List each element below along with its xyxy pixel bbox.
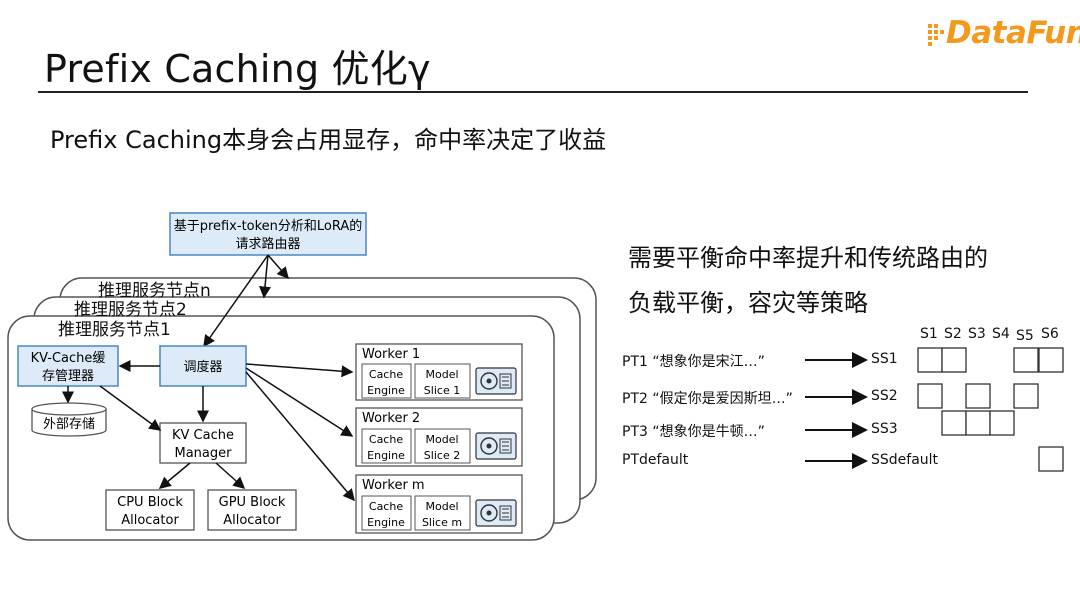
svg-text:Engine: Engine — [367, 516, 405, 529]
slot-header-s1: S1 — [920, 326, 938, 342]
datafun-logo-icon — [928, 24, 944, 46]
external-storage-label: 外部存储 — [43, 417, 95, 432]
gpu-icon — [475, 432, 517, 460]
worker-2-model-slice — [414, 428, 471, 464]
slot-header-s2: S2 — [944, 326, 962, 342]
slot-header-s5: S5 — [1016, 328, 1034, 344]
svg-text:Slice 2: Slice 2 — [424, 449, 460, 462]
gpu-icon — [475, 367, 517, 395]
svg-text:Cache: Cache — [369, 368, 403, 381]
node-n-label: 推理服务节点n — [98, 281, 211, 301]
request-router-box — [169, 212, 367, 256]
svg-text:Model: Model — [425, 500, 458, 513]
worker-1-cache-engine — [361, 363, 412, 399]
gpu-icon — [475, 499, 517, 527]
gpu-allocator-line2: Allocator — [223, 513, 281, 528]
svg-text:Slice 1: Slice 1 — [424, 384, 460, 397]
worker-m-model-slice — [414, 495, 471, 531]
gpu-block-allocator-box — [207, 489, 297, 531]
slot-set-ss2: SS2 — [871, 388, 898, 404]
strategy-text-line2: 负载平衡，容灾等策略 — [628, 289, 868, 317]
external-storage-cylinder — [31, 402, 107, 437]
worker-1-model-slice — [414, 363, 471, 399]
datafun-logo: DataFun. — [946, 15, 1080, 51]
slot-set-ss3: SS3 — [871, 421, 898, 437]
router-label-line2: 请求路由器 — [235, 236, 300, 252]
slot-cell-2-s3 — [965, 383, 991, 409]
kv-cache-manager-box — [159, 422, 247, 464]
page-subtitle: Prefix Caching本身会占用显存，命中率决定了收益 — [50, 126, 607, 154]
prompt-template-pt2: PT2 “假定你是爱因斯坦…” — [622, 391, 793, 407]
strategy-text-line1: 需要平衡命中率提升和传统路由的 — [628, 244, 988, 272]
svg-text:Model: Model — [425, 433, 458, 446]
svg-text:Slice m: Slice m — [422, 516, 462, 529]
slot-cell-1-s5 — [1013, 347, 1039, 373]
router-label-line1: 基于prefix-token分析和LoRA的 — [174, 218, 363, 234]
cpu-allocator-line2: Allocator — [121, 513, 179, 528]
slot-cell-4-s6 — [1038, 446, 1064, 472]
slot-header-s3: S3 — [968, 326, 986, 342]
prompt-template-default: PTdefault — [622, 452, 689, 468]
prompt-template-pt3: PT3 “想象你是牛顿…” — [622, 424, 765, 440]
slot-grid — [917, 347, 1064, 472]
slot-header-s6: S6 — [1041, 326, 1059, 342]
svg-text:Cache: Cache — [369, 433, 403, 446]
worker-2-cache-engine — [361, 428, 412, 464]
slot-cell-2-s5 — [1013, 383, 1039, 409]
slot-cell-1-s1 — [917, 347, 943, 373]
kv-cache-storage-manager-box — [17, 345, 119, 387]
title-divider — [38, 91, 1028, 93]
kv-cache-manager-line1: KV Cache — [172, 428, 234, 443]
worker-1-title: Worker 1 — [362, 347, 420, 362]
kv-cache-manager-line2: Manager — [175, 446, 233, 461]
worker-m-cache-engine — [361, 495, 412, 531]
slot-cell-1-s2 — [941, 347, 967, 373]
slot-cell-3-s2 — [941, 410, 967, 436]
slot-set-default: SSdefault — [871, 452, 939, 468]
kv-manager-label-line1: KV-Cache缓 — [31, 351, 106, 366]
cpu-block-allocator-box — [105, 489, 195, 531]
worker-m-title: Worker m — [362, 478, 425, 493]
slot-cell-1-s6 — [1038, 347, 1064, 373]
node-2-label: 推理服务节点2 — [74, 300, 187, 320]
slot-cell-2-s1 — [917, 383, 943, 409]
slot-set-ss1: SS1 — [871, 351, 898, 367]
cpu-allocator-line1: CPU Block — [117, 495, 183, 510]
svg-text:Engine: Engine — [367, 449, 405, 462]
worker-2-title: Worker 2 — [362, 411, 420, 426]
node-1-label: 推理服务节点1 — [58, 320, 171, 340]
svg-text:Engine: Engine — [367, 384, 405, 397]
page-title: Prefix Caching 优化γ — [44, 47, 431, 91]
gpu-allocator-line1: GPU Block — [219, 495, 286, 510]
slot-header-s4: S4 — [992, 326, 1010, 342]
svg-text:Model: Model — [425, 368, 458, 381]
kv-manager-label-line2: 存管理器 — [42, 369, 94, 384]
scheduler-label: 调度器 — [183, 359, 222, 375]
prompt-template-pt1: PT1 “想象你是宋江…” — [622, 354, 765, 370]
slot-cell-3-s4 — [989, 410, 1015, 436]
svg-text:Cache: Cache — [369, 500, 403, 513]
slot-cell-3-s3 — [965, 410, 991, 436]
